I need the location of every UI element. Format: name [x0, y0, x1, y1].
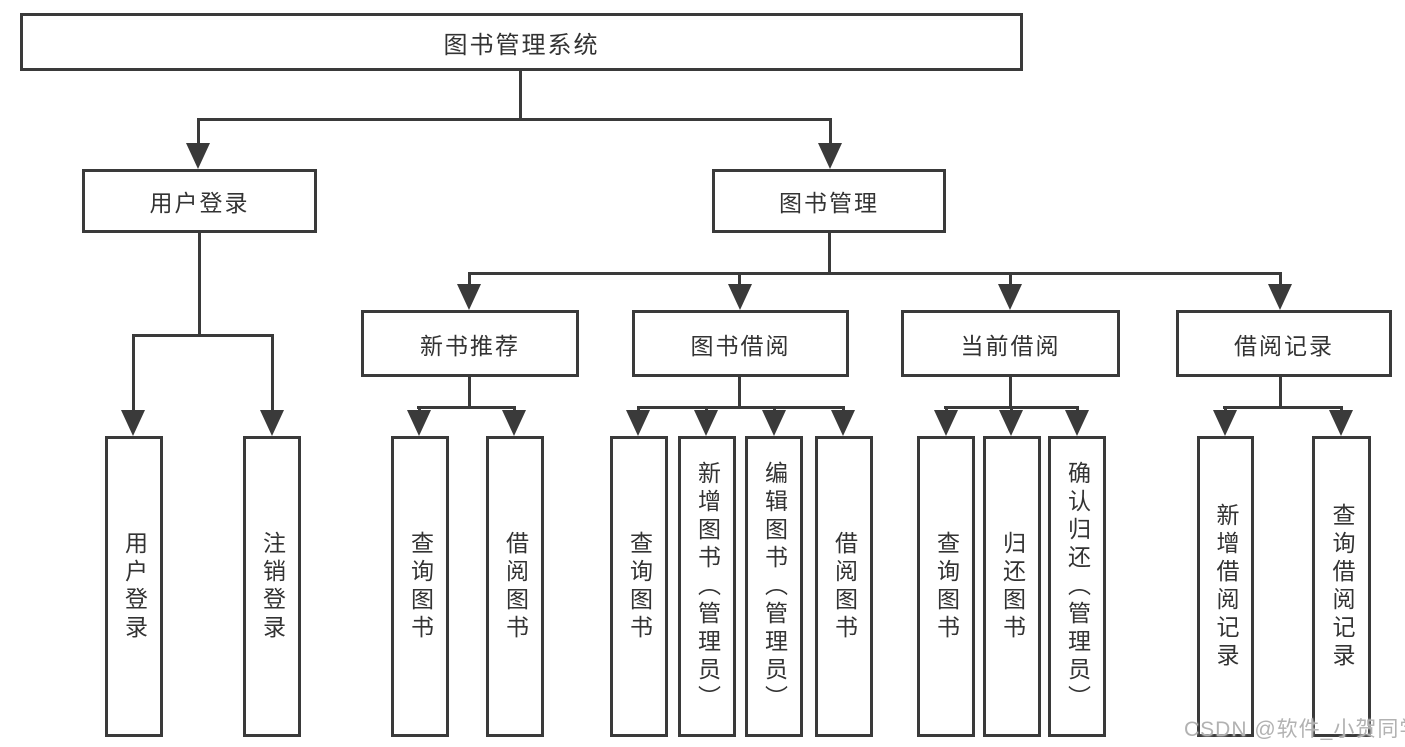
connector-book-management-stem [828, 233, 831, 275]
connector-nb-stem [468, 377, 471, 408]
node-new-book-recommend: 新书推荐 [361, 310, 579, 377]
arrow-nb-borrow-icon [502, 410, 526, 436]
connector-to-current-borrowing [1009, 272, 1012, 286]
connector-to-leaf-user-login [132, 334, 135, 412]
arrow-to-leaf-logout-icon [260, 410, 284, 436]
arrow-cb-confirm-icon [1065, 410, 1089, 436]
arrow-bb-borrow-icon [831, 410, 855, 436]
arrow-to-book-management-icon [818, 143, 842, 169]
node-current-borrowing: 当前借阅 [901, 310, 1120, 377]
arrow-cb-query-icon [934, 410, 958, 436]
leaf-bb-add-books-admin: 新增图书（管理员） [678, 436, 736, 737]
arrow-to-leaf-user-login-icon [121, 410, 145, 436]
arrow-br-add-icon [1213, 410, 1237, 436]
connector-user-login-branch [132, 334, 274, 337]
leaf-nb-query-books: 查询图书 [391, 436, 449, 737]
arrow-to-new-book-recommend-icon [457, 284, 481, 310]
connector-level3-branch [468, 272, 1282, 275]
connector-root-stem [519, 70, 522, 119]
leaf-bb-borrow-books: 借阅图书 [815, 436, 873, 737]
connector-to-book-management [829, 118, 832, 145]
arrow-cb-return-icon [999, 410, 1023, 436]
connector-cb-stem [1009, 377, 1012, 408]
connector-br-branch [1223, 406, 1342, 409]
arrow-to-user-login-icon [186, 143, 210, 169]
connector-to-leaf-logout [271, 334, 274, 412]
connector-to-user-login [197, 118, 200, 145]
connector-to-book-borrowing [738, 272, 741, 286]
arrow-nb-query-icon [407, 410, 431, 436]
leaf-cb-query-books: 查询图书 [917, 436, 975, 737]
leaf-br-query-record: 查询借阅记录 [1312, 436, 1371, 737]
arrow-bb-edit-icon [762, 410, 786, 436]
node-book-management: 图书管理 [712, 169, 946, 233]
leaf-logout: 注销登录 [243, 436, 301, 737]
leaf-cb-return-books: 归还图书 [983, 436, 1041, 737]
arrow-to-current-borrowing-icon [998, 284, 1022, 310]
leaf-user-login: 用户登录 [105, 436, 163, 737]
arrow-to-book-borrowing-icon [728, 284, 752, 310]
leaf-br-add-record: 新增借阅记录 [1197, 436, 1254, 737]
node-user-login: 用户登录 [82, 169, 317, 233]
connector-bb-branch [637, 406, 845, 409]
node-book-borrowing: 图书借阅 [632, 310, 849, 377]
connector-to-borrowing-records [1279, 272, 1282, 286]
connector-bb-stem [738, 377, 741, 408]
leaf-bb-edit-books-admin: 编辑图书（管理员） [745, 436, 803, 737]
connector-br-stem [1279, 377, 1282, 408]
arrow-bb-query-icon [626, 410, 650, 436]
leaf-cb-confirm-return-admin: 确认归还（管理员） [1048, 436, 1106, 737]
arrow-to-borrowing-records-icon [1268, 284, 1292, 310]
node-borrowing-records: 借阅记录 [1176, 310, 1392, 377]
arrow-bb-add-icon [694, 410, 718, 436]
connector-nb-branch [417, 406, 516, 409]
leaf-bb-query-books: 查询图书 [610, 436, 668, 737]
connector-level1-branch [197, 118, 832, 121]
leaf-nb-borrow-books: 借阅图书 [486, 436, 544, 737]
connector-to-new-book-recommend [468, 272, 471, 286]
connector-user-login-stem [198, 233, 201, 336]
watermark: CSDN @软件_小贺同学 [1184, 718, 1405, 741]
node-library-management-system: 图书管理系统 [20, 13, 1023, 71]
arrow-br-query-icon [1329, 410, 1353, 436]
